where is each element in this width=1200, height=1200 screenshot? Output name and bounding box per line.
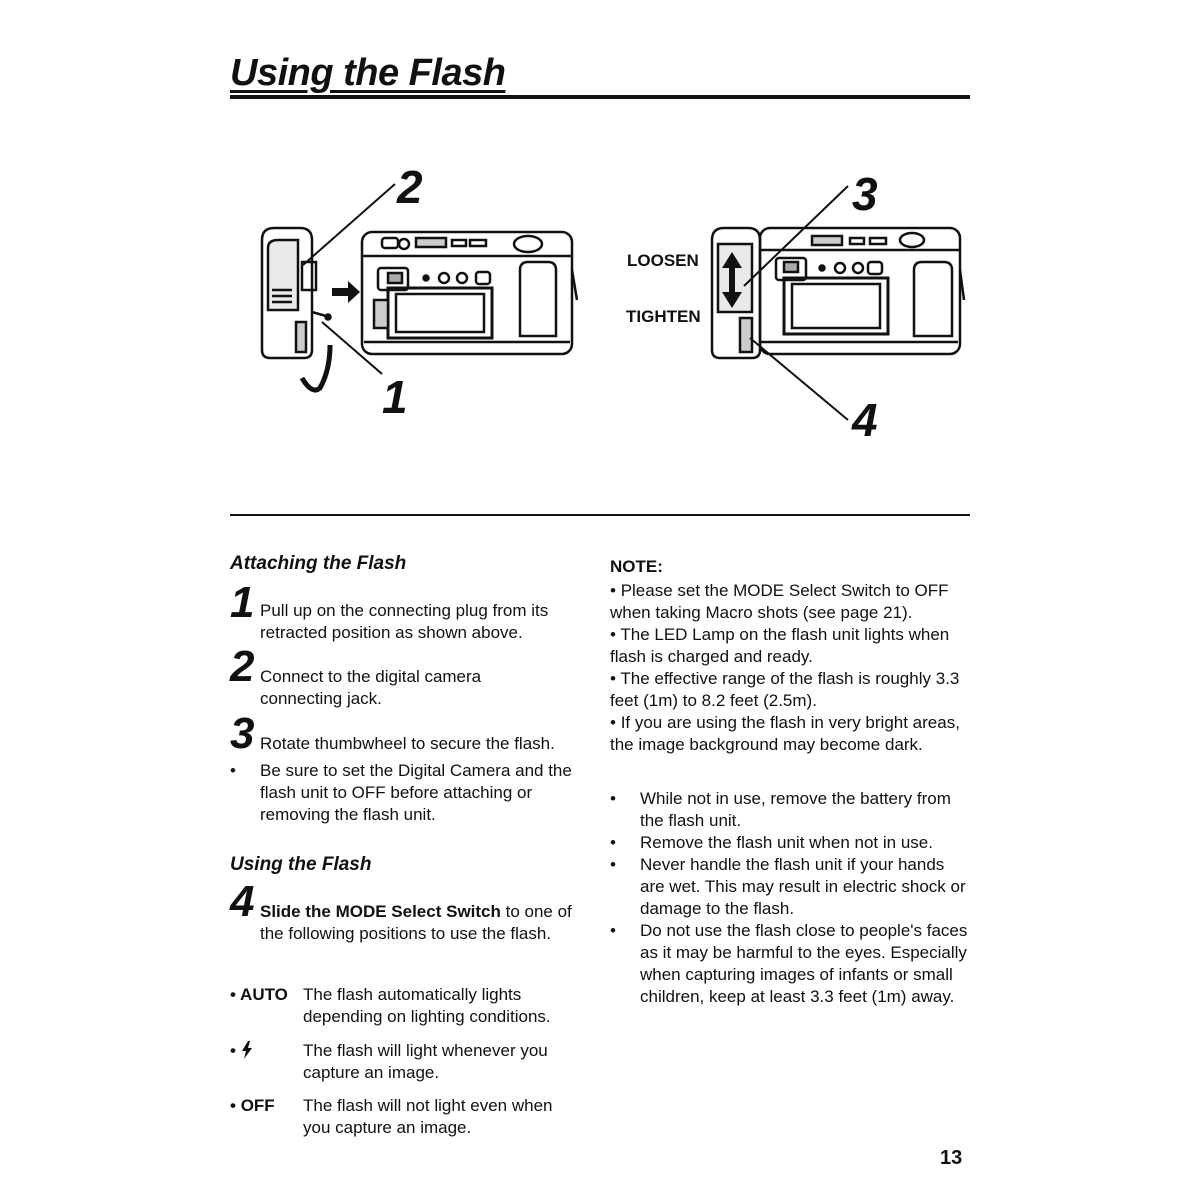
note-item-3: • The effective range of the flash is ro… (610, 669, 960, 710)
caution-marker-1: • (610, 789, 616, 808)
option-off-label: • OFF (230, 1096, 275, 1115)
curved-arrow-icon (299, 344, 333, 393)
page-title: Using the Flash (230, 52, 506, 94)
option-auto-text: The flash automatically lights depending… (303, 985, 551, 1026)
loosen-tighten-arrow-icon (722, 252, 742, 308)
tighten-label: TIGHTEN (626, 307, 701, 326)
section-rule (230, 514, 970, 516)
callout-3: 3 (852, 168, 878, 220)
option-flash-text: The flash will light whenever you captur… (303, 1041, 548, 1082)
camera-left (360, 230, 579, 356)
caution-marker-3: • (610, 855, 616, 874)
bullet-marker: • (230, 761, 236, 780)
callout-lines-right (743, 185, 849, 421)
step-number-2: 2 (230, 642, 255, 691)
flash-unit-left (260, 226, 332, 360)
option-off-text: The flash will not light even when you c… (303, 1096, 553, 1137)
caution-item-2: Remove the flash unit when not in use. (640, 833, 933, 852)
callout-1: 1 (382, 371, 408, 423)
step-4-bold: Slide the MODE Select Switch (260, 902, 501, 921)
arrow-right-icon (332, 281, 360, 303)
caution-item-4: Do not use the flash close to people's f… (640, 921, 968, 1006)
step-text-1: Pull up on the connecting plug from its … (260, 601, 549, 642)
camera-right (758, 226, 966, 356)
step-text-2: Connect to the digital camera connecting… (260, 667, 482, 708)
attaching-heading: Attaching the Flash (230, 553, 407, 574)
attaching-caution: Be sure to set the Digital Camera and th… (260, 761, 572, 824)
step-number-1: 1 (230, 578, 255, 627)
note-item-4: • If you are using the flash in very bri… (610, 713, 960, 754)
callout-4: 4 (851, 394, 878, 446)
caution-item-1: While not in use, remove the battery fro… (640, 789, 951, 830)
note-item-1: • Please set the MODE Select Switch to O… (610, 581, 949, 622)
loosen-label: LOOSEN (627, 251, 699, 270)
caution-marker-4: • (610, 921, 616, 940)
callout-2: 2 (396, 161, 423, 213)
step-text-4: Slide the MODE Select Switch to one of t… (260, 901, 590, 945)
callout-lines-left (302, 183, 396, 375)
option-flash-label: • (230, 1040, 253, 1062)
option-auto-label: • AUTO (230, 985, 288, 1004)
step-number-4: 4 (230, 877, 255, 926)
using-heading: Using the Flash (230, 854, 372, 875)
caution-item-3: Never handle the flash unit if your hand… (640, 855, 966, 918)
title-rule (230, 95, 970, 99)
page-number: 13 (940, 1147, 963, 1169)
note-heading: NOTE: (610, 557, 663, 576)
flash-icon (241, 1041, 252, 1059)
note-item-2: • The LED Lamp on the flash unit lights … (610, 625, 950, 666)
caution-marker-2: • (610, 833, 616, 852)
flash-attachment-illustration: 2 1 3 4 LOOSEN TIGHTEN (260, 161, 966, 446)
step-number-3: 3 (230, 709, 255, 758)
step-4-rest: to one of the following positions to use… (260, 902, 572, 943)
step-text-3: Rotate thumbwheel to secure the flash. (260, 734, 555, 753)
